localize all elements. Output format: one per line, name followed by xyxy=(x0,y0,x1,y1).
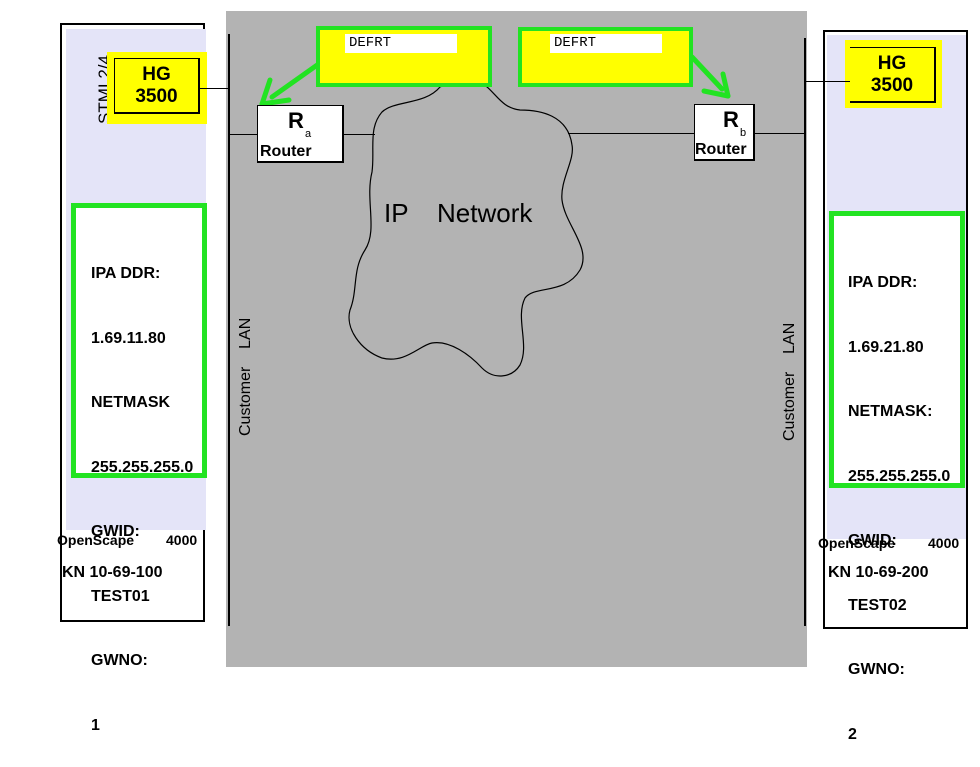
right-config-text: IPA DDR: 1.69.21.80 NETMASK: 255.255.255… xyxy=(848,229,950,767)
right-kn-label: KN 10-69-200 xyxy=(828,564,929,581)
router-b-letter: R xyxy=(723,107,739,132)
left-netmask-value: 255.255.255.0 xyxy=(91,458,194,476)
left-netmask-label: NETMASK xyxy=(91,394,171,411)
right-gwno-label: GWNO: xyxy=(848,661,905,678)
router-b[interactable]: R b Router xyxy=(694,104,755,161)
left-kn-label: KN 10-69-100 xyxy=(62,564,163,581)
network-label: Network xyxy=(437,198,533,228)
right-lan-line xyxy=(804,38,806,626)
right-hg-gateway[interactable]: HG 3500 xyxy=(850,47,936,103)
router-a-subscript: a xyxy=(305,128,312,140)
right-system-number: 4000 xyxy=(928,535,960,551)
right-hg-model: 3500 xyxy=(870,75,914,96)
left-ipaddr-label: IPA DDR: xyxy=(91,265,161,282)
right-gwno-value: 2 xyxy=(848,725,857,743)
left-router-link xyxy=(229,134,258,135)
left-system-number: 4000 xyxy=(166,532,198,548)
defrt-right-arrow xyxy=(689,54,731,99)
left-system-name: OpenScape xyxy=(57,532,135,548)
right-ipaddr-value: 1.69.21.80 xyxy=(848,338,924,356)
left-ipaddr-value: 1.69.11.80 xyxy=(91,329,166,347)
network-overlay xyxy=(259,54,731,377)
left-gwno-label: GWNO: xyxy=(91,652,148,669)
router-a-letter: R xyxy=(288,108,304,133)
right-router-link xyxy=(754,133,806,134)
right-gwid-value: TEST02 xyxy=(848,596,907,614)
left-hg-link xyxy=(200,88,229,89)
defrt-left-label: DEFRT xyxy=(345,34,457,53)
cloud-to-router-b-link xyxy=(568,133,694,134)
left-gwno-value: 1 xyxy=(91,716,100,734)
defrt-right-label: DEFRT xyxy=(550,34,662,53)
right-config-box xyxy=(829,211,965,488)
left-hg-gateway[interactable]: HG 3500 xyxy=(114,58,200,114)
right-netmask-value: 255.255.255.0 xyxy=(848,467,951,485)
router-a-to-cloud-link xyxy=(343,134,375,135)
router-a[interactable]: R a Router xyxy=(257,105,344,163)
right-hg-highlight xyxy=(845,40,942,108)
right-hg-name: HG xyxy=(877,53,907,74)
right-customer-lan-label: Customer LAN xyxy=(781,322,798,441)
left-customer-lan-label: Customer LAN xyxy=(237,317,254,436)
router-a-label: Router xyxy=(260,143,312,160)
ip-label: IP xyxy=(384,198,409,228)
defrt-left-arrow xyxy=(259,60,323,107)
right-system-name: OpenScape xyxy=(818,535,896,551)
left-hg-name: HG xyxy=(142,64,171,85)
left-gwid-label: GWID: xyxy=(91,523,140,540)
left-hg-model: 3500 xyxy=(135,86,178,107)
ip-network-cloud xyxy=(348,79,584,377)
right-netmask-label: NETMASK: xyxy=(848,403,933,420)
left-gwid-value: TEST01 xyxy=(91,587,150,605)
right-gwid-label: GWID: xyxy=(848,532,897,549)
left-lan-line xyxy=(228,34,230,626)
router-b-label: Router xyxy=(695,141,747,158)
router-b-subscript: b xyxy=(740,127,747,139)
right-ipaddr-label: IPA DDR: xyxy=(848,274,918,291)
right-hg-link xyxy=(806,81,850,82)
left-config-box xyxy=(71,203,207,478)
